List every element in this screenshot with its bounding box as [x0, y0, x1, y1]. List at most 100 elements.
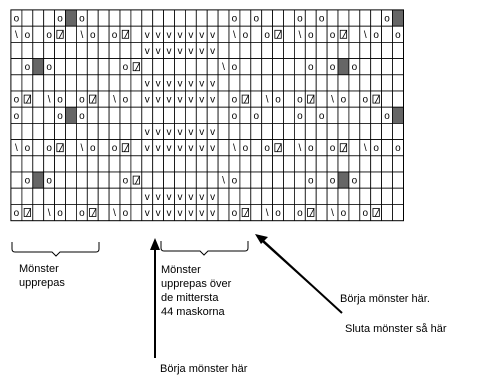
chart-cell [283, 25, 295, 43]
left-decrease-symbol: \ [298, 30, 301, 41]
chart-cell [315, 171, 328, 189]
chart-cell-no-stitch [337, 58, 350, 76]
chart-cell [65, 187, 77, 205]
chart-cell [130, 58, 143, 76]
chart-cell [108, 9, 121, 27]
purl-symbol: v [199, 95, 204, 106]
chart-cell [65, 155, 77, 173]
chart-cell [272, 171, 284, 189]
end-pattern-right-label: Sluta mönster så här [345, 323, 447, 335]
chart-cell [32, 187, 45, 205]
chart-cell [381, 171, 393, 189]
chart-cell [217, 74, 230, 92]
chart-cell [130, 203, 143, 221]
chart-cell [348, 25, 361, 43]
chart-cell [239, 58, 252, 76]
chart-cell [250, 74, 263, 92]
chart-cell [152, 106, 164, 124]
chart-cell [359, 123, 372, 141]
chart-cell [65, 42, 77, 60]
chart-cell [130, 9, 143, 27]
chart-cell [54, 58, 66, 76]
chart-cell [261, 106, 274, 124]
chart-cell [315, 155, 328, 173]
chart-cell [239, 90, 252, 108]
chart-cell-no-stitch [337, 171, 350, 189]
chart-cell [141, 171, 154, 189]
arrow-end-right [261, 240, 312, 286]
chart-cell [206, 9, 219, 27]
purl-symbol: v [156, 127, 161, 138]
chart-cell [337, 155, 350, 173]
chart-cell [119, 106, 132, 124]
chart-cell [32, 123, 45, 141]
chart-cell [272, 155, 284, 173]
chart-cell [130, 155, 143, 173]
chart-cell [119, 187, 132, 205]
purl-symbol: v [167, 78, 172, 89]
chart-cell [195, 58, 208, 76]
start-pattern-right-label: Börja mönster här. [340, 293, 430, 305]
chart-cell [141, 106, 154, 124]
purl-symbol: v [156, 208, 161, 219]
yarn-over-symbol: o [275, 208, 281, 219]
yarn-over-symbol: o [330, 143, 336, 154]
decrease-symbol [89, 208, 97, 217]
chart-cell [217, 106, 230, 124]
chart-cell [326, 123, 339, 141]
chart-cell [261, 58, 274, 76]
left-decrease-symbol: \ [266, 95, 269, 106]
chart-cell [43, 106, 56, 124]
purl-symbol: v [210, 127, 215, 138]
decrease-symbol [132, 175, 140, 185]
chart-cell [10, 42, 23, 60]
yarn-over-symbol: o [330, 176, 336, 187]
chart-cell [97, 139, 110, 157]
chart-cell [228, 42, 241, 60]
yarn-over-symbol: o [79, 111, 85, 122]
chart-cell [108, 171, 121, 189]
chart-cell [272, 74, 284, 92]
chart-cell [86, 42, 99, 60]
chart-cell [283, 9, 295, 27]
yarn-over-symbol: o [112, 30, 118, 41]
chart-cell [65, 58, 77, 76]
chart-cell [283, 123, 295, 141]
yarn-over-symbol: o [352, 62, 358, 73]
chart-cell [32, 90, 45, 108]
yarn-over-symbol: o [308, 176, 314, 187]
chart-cell [337, 74, 350, 92]
chart-cell [381, 90, 393, 108]
left-decrease-symbol: \ [222, 62, 225, 73]
chart-cell [65, 171, 77, 189]
chart-cell [337, 42, 350, 60]
chart-cell [108, 123, 121, 141]
left-decrease-symbol: \ [48, 208, 51, 219]
yarn-over-symbol: o [341, 95, 347, 106]
chart-cell [119, 155, 132, 173]
purl-symbol: v [167, 192, 172, 203]
decrease-symbol [274, 29, 282, 39]
chart-cell [283, 106, 295, 124]
yarn-over-symbol: o [395, 143, 401, 154]
chart-cell [370, 9, 383, 27]
chart-cell [54, 171, 66, 189]
chart-cell [283, 203, 295, 221]
chart-cell [283, 58, 295, 76]
chart-cell [97, 90, 110, 108]
chart-cell [174, 9, 186, 27]
chart-cell [250, 90, 263, 108]
chart-cell [43, 155, 56, 173]
chart-cell [337, 139, 350, 157]
middle-repeat-label-line-4: 44 maskorna [161, 306, 225, 318]
chart-cell [21, 74, 34, 92]
yarn-over-symbol: o [14, 14, 20, 25]
chart-cell [250, 25, 263, 43]
chart-cell [239, 171, 252, 189]
purl-symbol: v [210, 192, 215, 203]
chart-cell [76, 155, 88, 173]
chart-cell [392, 58, 404, 76]
decrease-symbol [89, 94, 97, 104]
repeat-label-line-2: upprepas [19, 277, 65, 289]
chart-cell [228, 123, 241, 141]
